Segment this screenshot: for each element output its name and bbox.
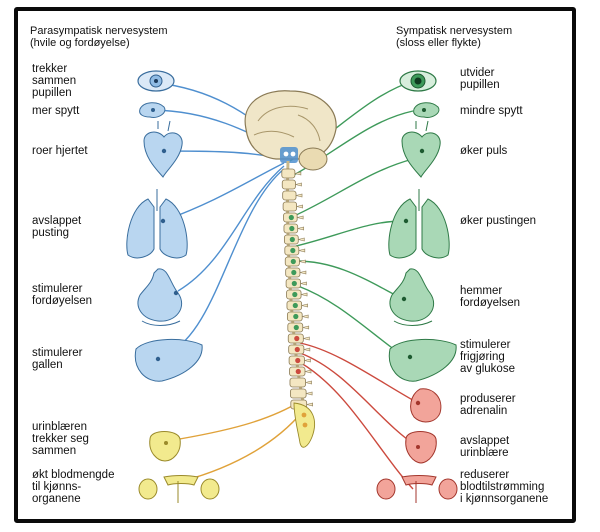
brain: [244, 90, 337, 171]
label-increased-blood-genitals: økt blodmengde til kjønns- organene: [32, 469, 115, 505]
label-dilate-pupil: utvider pupillen: [460, 67, 500, 91]
label-constrict-pupil: trekker sammen pupillen: [32, 63, 77, 99]
label-more-saliva: mer spytt: [32, 105, 80, 117]
stomach-icon: [389, 268, 435, 326]
adrenal-gland-icon: [410, 388, 442, 423]
label-bladder-contracts: urinblæren trekker seg sammen: [32, 421, 89, 457]
lumbar-nerves: [299, 342, 419, 490]
label-relaxed-bladder: avslappet urinblære: [460, 435, 510, 459]
eye-icon: [399, 70, 437, 92]
label-relaxed-breathing: avslappet pusting: [32, 215, 82, 239]
label-increase-pulse: øker puls: [460, 145, 508, 157]
lungs-icon: [388, 189, 450, 259]
genitals-icon: [376, 475, 458, 503]
liver-icon: [134, 338, 203, 382]
salivary-gland-icon: [413, 102, 440, 118]
bladder-icon: [405, 431, 437, 464]
label-glucose-release: stimulerer frigjøring av glukose: [460, 339, 515, 375]
heart-icon: [401, 120, 441, 178]
label-reduced-blood-genitals: reduserer blodtilstrømming i kjønnsorgan…: [460, 469, 549, 505]
label-produce-adrenaline: produserer adrenalin: [460, 393, 516, 417]
liver-icon: [388, 338, 457, 382]
label-stimulate-bile: stimulerer gallen: [32, 347, 83, 371]
label-calm-heart: roer hjertet: [32, 145, 88, 157]
salivary-gland-icon: [139, 102, 166, 118]
sacral-nerves: [167, 400, 304, 482]
label-increase-breathing: øker pustingen: [460, 215, 537, 227]
heart-icon: [143, 120, 183, 178]
genitals-icon: [138, 475, 220, 503]
label-stimulate-digestion: stimulerer fordøyelsen: [32, 283, 93, 307]
nervous-system-diagram: [126, 70, 458, 503]
eye-icon: [137, 70, 175, 92]
label-less-saliva: mindre spytt: [460, 105, 523, 117]
parasympathetic-header: Parasympatisk nervesystem (hvile og ford…: [30, 25, 168, 49]
diagram-frame: Parasympatisk nervesystem (hvile og ford…: [14, 7, 576, 523]
bladder-icon: [149, 431, 181, 462]
stomach-icon: [137, 268, 183, 326]
lungs-icon: [126, 189, 188, 259]
spinal-column: [281, 151, 315, 448]
sympathetic-header: Sympatisk nervesystem (sloss eller flykt…: [396, 25, 513, 49]
label-inhibit-digestion: hemmer fordøyelsen: [460, 285, 521, 309]
